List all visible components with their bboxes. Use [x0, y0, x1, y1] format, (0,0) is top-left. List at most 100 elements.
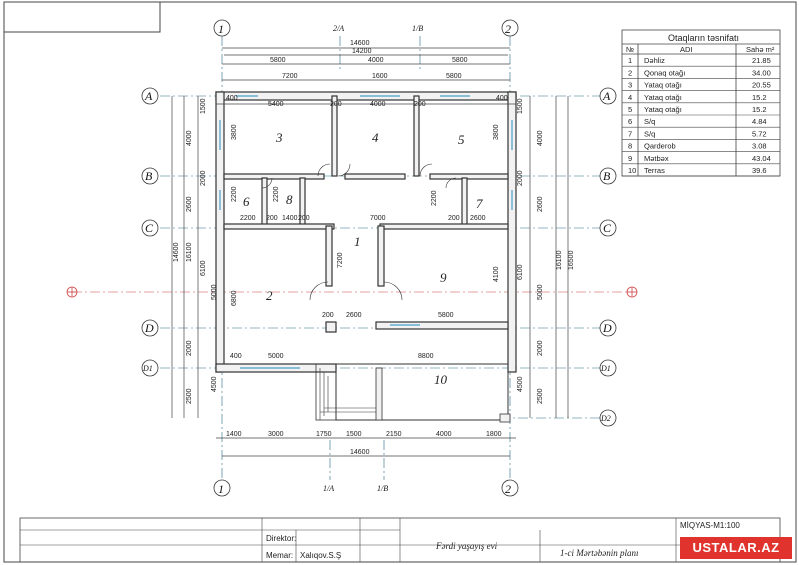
terrace — [315, 363, 511, 423]
table-cell-name: S/q — [644, 117, 655, 126]
section-markers — [66, 286, 638, 298]
dim-left-i-7: 2500 — [186, 388, 193, 404]
dim-small-1: 7200 — [337, 252, 344, 268]
watermark-logo: USTALAR.AZ — [680, 537, 792, 559]
axis-row-d-left: D — [144, 321, 154, 335]
axis-row-b-left: B — [145, 169, 153, 183]
dim-left-i-1: 1500 — [200, 98, 207, 114]
table-cell-name: S/q — [644, 129, 655, 138]
dim-left-i-5: 6100 — [200, 260, 207, 276]
dim-d-c: 200 — [322, 312, 334, 319]
table-cell-no: 10 — [628, 166, 636, 175]
table-cell-name: Qarderob — [644, 142, 676, 151]
dim-right-outer-1: 16100 — [556, 250, 563, 270]
table-cell-name: Mətbəx — [644, 154, 669, 163]
axis-row-d-right: D — [602, 321, 612, 335]
dim-left-i-6: 2000 — [186, 340, 193, 356]
table-cell-name: Yataq otağı — [644, 105, 682, 114]
memar-name: Xalıqov.S.Ş — [300, 551, 341, 560]
windows — [219, 95, 513, 369]
dim-right-i-5: 6100 — [517, 264, 524, 280]
table-cell-area: 3.08 — [752, 142, 767, 151]
axis-row-c-right: C — [603, 221, 612, 235]
table-cell-no: 5 — [628, 105, 632, 114]
dim-right-outer-2: 16500 — [568, 250, 575, 270]
axis-bubbles-rows: A A B B C C D D D1 D1 D2 — [141, 87, 617, 427]
room-label-7: 7 — [476, 196, 483, 211]
dim-top-total-2: 14200 — [352, 48, 372, 55]
outer-walls — [215, 91, 517, 373]
dim-bottom-b: 3000 — [268, 431, 284, 438]
axis-top-2a: 2/A — [333, 24, 344, 33]
director-label: Direktor: — [266, 534, 296, 543]
right-dimensions: 16100 16500 1500 4000 2000 2600 6100 200… — [493, 96, 575, 418]
dim-small-2: 4100 — [493, 266, 500, 282]
dim-right-i-7: 2500 — [537, 388, 544, 404]
table-cell-area: 15.2 — [752, 93, 767, 102]
table-cell-name: Yataq otağı — [644, 81, 682, 90]
dim-left-j-4: 5000 — [211, 284, 218, 300]
dim-top-row2-a: 7200 — [282, 73, 298, 80]
table-cell-name: Terras — [644, 166, 665, 175]
sheet-name: 1-ci Mərtəbənin planı — [560, 548, 638, 558]
corner-stamp-box — [3, 1, 161, 33]
table-cell-no: 9 — [628, 154, 632, 163]
axis-row-b-right: B — [603, 169, 611, 183]
scale-label: MİQYAS-M1:100 — [680, 521, 740, 530]
table-cell-name: Qonaq otağı — [644, 68, 685, 77]
dim-left-j-5: 6800 — [231, 290, 238, 306]
table-cell-area: 5.72 — [752, 129, 767, 138]
axis-row-a-right: A — [602, 89, 611, 103]
dim-d1-c: 8800 — [418, 353, 434, 360]
dim-top-total-1: 14600 — [350, 40, 370, 47]
dim-d-b: 5800 — [438, 312, 454, 319]
room-label-9: 9 — [440, 270, 447, 285]
axis-bottom-1b: 1/B — [377, 484, 388, 493]
table-cell-no: 1 — [628, 56, 632, 65]
dim-c-b: 200 — [266, 215, 278, 222]
table-cell-no: 7 — [628, 129, 632, 138]
axis-row-a-left: A — [144, 89, 153, 103]
dim-top-row2-b: 1600 — [372, 73, 388, 80]
axis-row-d1-left: D1 — [142, 364, 153, 373]
room-label-10: 10 — [434, 372, 448, 387]
axis-top-1: 1 — [218, 22, 224, 36]
table-cell-area: 20.55 — [752, 81, 771, 90]
dim-bottom-d: 1500 — [346, 431, 362, 438]
dim-left-j-2: 3800 — [231, 124, 238, 140]
axis-bottom-2: 2 — [505, 482, 511, 496]
room-labels: 3 4 5 6 8 7 1 2 9 10 — [243, 130, 483, 387]
dim-c-d: 200 — [298, 215, 310, 222]
table-cell-area: 15.2 — [752, 105, 767, 114]
dim-top-row3-e: 400 — [226, 95, 238, 102]
axis-bottom-1a: 1/A — [323, 484, 334, 493]
dim-small-5: 2200 — [431, 190, 438, 206]
dim-right-j-5: 4500 — [517, 376, 524, 392]
table-cell-name: Yataq otağı — [644, 93, 682, 102]
dim-right-i-1: 1500 — [517, 98, 524, 114]
table-cell-no: 8 — [628, 142, 632, 151]
axis-bubbles-top: 1 2/A 1/B 2 — [213, 19, 519, 37]
table-cell-area: 4.84 — [752, 117, 767, 126]
table-cell-no: 6 — [628, 117, 632, 126]
axis-bubbles-bottom: 1 1/A 1/B 2 — [213, 479, 519, 497]
dim-left-i-3: 2000 — [200, 170, 207, 186]
door-swings — [261, 163, 457, 301]
room-label-1: 1 — [354, 234, 361, 249]
dim-right-i-6: 2000 — [537, 340, 544, 356]
dim-left-j-6: 4500 — [211, 376, 218, 392]
dim-c-c: 1400 — [282, 215, 298, 222]
axis-bottom-1: 1 — [218, 482, 224, 496]
inner-dimensions: 2200 200 1400 200 7000 200 2600 2600 580… — [230, 215, 486, 360]
memar-label: Memar: — [266, 551, 293, 560]
room-label-8: 8 — [286, 192, 293, 207]
dim-c-a: 2200 — [240, 215, 256, 222]
table-cell-area: 43.04 — [752, 154, 771, 163]
room-label-4: 4 — [372, 130, 379, 145]
dim-d1-b: 5000 — [268, 353, 284, 360]
axis-top-1b: 1/B — [412, 24, 423, 33]
dim-top-row3-c: 4000 — [370, 101, 386, 108]
room-label-2: 2 — [266, 288, 273, 303]
